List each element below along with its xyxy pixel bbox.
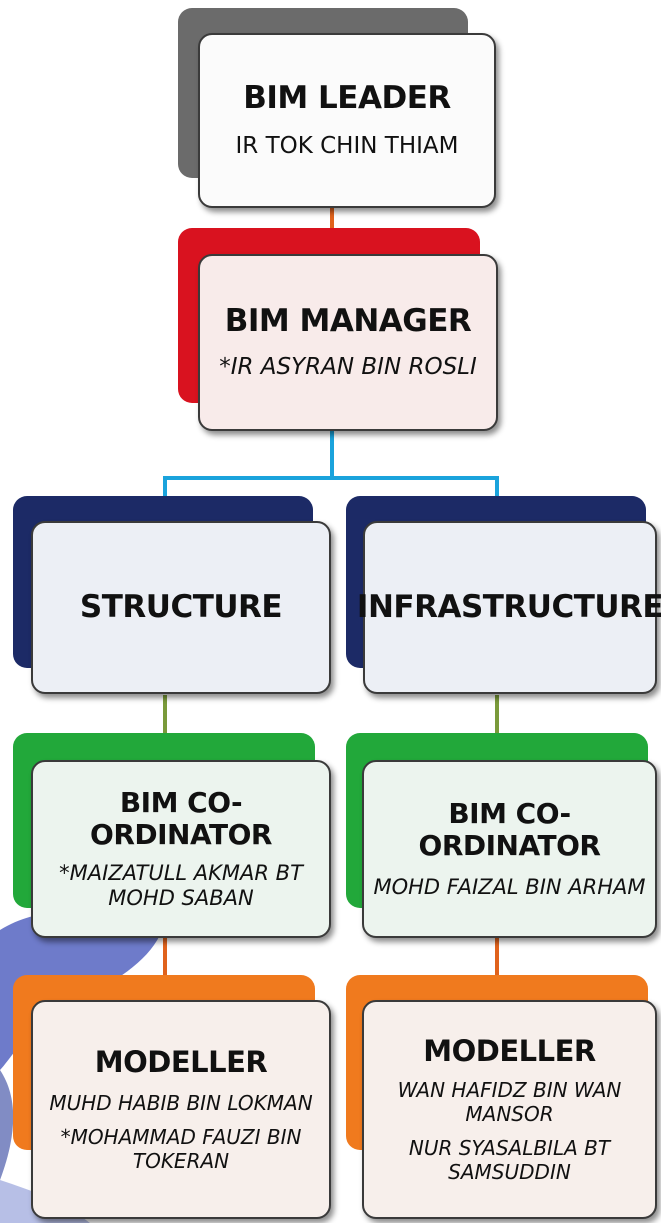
modeller-structure-person-2-line1: *MOHAMMAD FAUZI BIN [60, 1125, 302, 1150]
bim-manager-title: BIM MANAGER [224, 302, 472, 339]
connector-coordinator-modeller [163, 935, 499, 975]
modeller-infrastructure-title: MODELLER [423, 1033, 596, 1068]
bim-leader-person: IR TOK CHIN THIAM [235, 132, 459, 159]
node-coordinator-infrastructure: BIM CO-ORDINATOR MOHD FAIZAL BIN ARHAM [346, 733, 659, 938]
structure-title: STRUCTURE [79, 588, 283, 625]
node-modeller-infrastructure: MODELLER WAN HAFIDZ BIN WAN MANSOR NUR S… [346, 975, 659, 1221]
node-bim-manager: BIM MANAGER *IR ASYRAN BIN ROSLI [178, 228, 500, 433]
node-modeller-structure: MODELLER MUHD HABIB BIN LOKMAN *MOHAMMAD… [13, 975, 331, 1221]
modeller-infrastructure-person-1-line1: WAN HAFIDZ BIN WAN [397, 1078, 622, 1103]
node-bim-leader-box: BIM LEADER IR TOK CHIN THIAM [198, 33, 496, 208]
modeller-infrastructure-person-1: WAN HAFIDZ BIN WAN MANSOR [398, 1078, 622, 1126]
node-infrastructure-box: INFRASTRUCTURE [357, 521, 661, 694]
coordinator-infrastructure-title: BIM CO-ORDINATOR [418, 797, 601, 863]
coordinator-structure-person-line1: *MAIZATULL AKMAR BT [59, 861, 303, 885]
infrastructure-title: INFRASTRUCTURE [356, 588, 661, 625]
connector-branch-coordinator [163, 695, 499, 740]
modeller-structure-title: MODELLER [94, 1044, 268, 1079]
modeller-infrastructure-person-1-line2: MANSOR [465, 1102, 554, 1127]
node-modeller-structure-box: MODELLER MUHD HABIB BIN LOKMAN *MOHAMMAD… [31, 1000, 331, 1219]
modeller-structure-person-2-line2: TOKERAN [132, 1149, 230, 1174]
modeller-infrastructure-person-2-line1: NUR SYASALBILA BT [408, 1136, 611, 1161]
node-infrastructure: INFRASTRUCTURE [346, 496, 661, 696]
node-bim-leader: BIM LEADER IR TOK CHIN THIAM [178, 8, 500, 208]
coordinator-infrastructure-person: MOHD FAIZAL BIN ARHAM [373, 874, 646, 899]
node-bim-manager-box: BIM MANAGER *IR ASYRAN BIN ROSLI [198, 254, 498, 431]
coordinator-structure-person-line2: MOHD SABAN [108, 886, 254, 911]
node-coordinator-structure-box: BIM CO-ORDINATOR *MAIZATULL AKMAR BT MOH… [31, 760, 331, 938]
node-structure: STRUCTURE [13, 496, 331, 696]
bim-manager-person: *IR ASYRAN BIN ROSLI [219, 353, 477, 380]
modeller-infrastructure-person-2-line2: SAMSUDDIN [448, 1160, 571, 1185]
bim-leader-title: BIM LEADER [243, 79, 451, 116]
modeller-structure-person-1: MUHD HABIB BIN LOKMAN [49, 1091, 313, 1116]
node-coordinator-infrastructure-box: BIM CO-ORDINATOR MOHD FAIZAL BIN ARHAM [362, 760, 657, 938]
coordinator-structure-person: *MAIZATULL AKMAR BT MOHD SABAN [59, 861, 303, 911]
node-coordinator-structure: BIM CO-ORDINATOR *MAIZATULL AKMAR BT MOH… [13, 733, 331, 938]
node-structure-box: STRUCTURE [31, 521, 331, 694]
node-modeller-infrastructure-box: MODELLER WAN HAFIDZ BIN WAN MANSOR NUR S… [362, 1000, 657, 1219]
coordinator-structure-title: BIM CO-ORDINATOR [90, 785, 272, 851]
modeller-infrastructure-person-2: NUR SYASALBILA BT SAMSUDDIN [409, 1136, 610, 1184]
modeller-structure-person-2: *MOHAMMAD FAUZI BIN TOKERAN [61, 1125, 302, 1173]
